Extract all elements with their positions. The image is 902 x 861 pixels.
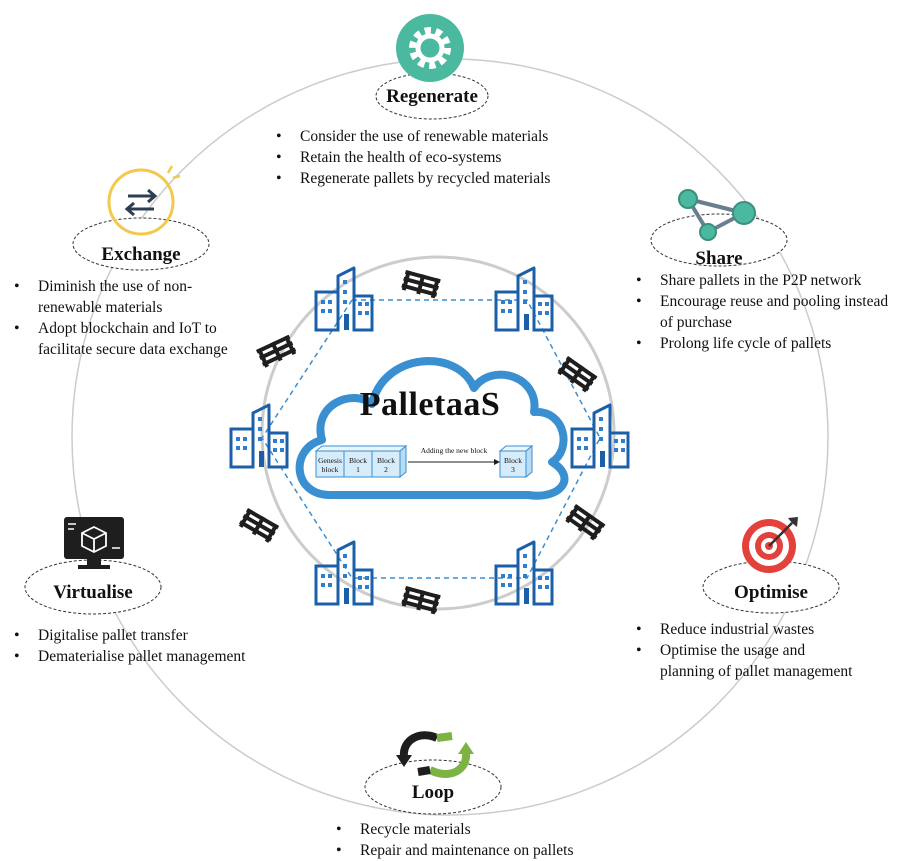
list-item: Reduce industrial wastes <box>632 619 862 640</box>
list-item: Retain the health of eco-systems <box>272 147 612 168</box>
share-ellipse <box>650 213 788 267</box>
building-icon <box>494 266 554 332</box>
block-label: Genesis block <box>316 456 344 474</box>
exchange-arrows-icon <box>107 165 181 236</box>
block-label-line2: 2 <box>384 465 388 474</box>
regenerate-label: Regenerate <box>386 86 478 107</box>
regenerate-ellipse <box>375 72 489 120</box>
pallet-icon <box>400 586 441 615</box>
optimise-label: Optimise <box>734 582 808 603</box>
virtualise-ellipse <box>24 559 162 615</box>
list-item: Digitalise pallet transfer <box>10 625 310 646</box>
adding-block-label: Adding the new block <box>420 446 488 455</box>
loop-label: Loop <box>411 782 455 803</box>
exchange-label: Exchange <box>101 244 181 265</box>
pallet-icon <box>564 504 606 542</box>
block-label-line1: Genesis <box>318 456 342 465</box>
building-icon <box>570 403 630 469</box>
list-item: Recycle materials <box>332 819 662 840</box>
share-label: Share <box>695 248 743 269</box>
optimise-bullets: Reduce industrial wastes Optimise the us… <box>632 619 862 682</box>
recycle-arrows-icon <box>396 731 474 778</box>
list-item: Diminish the use of non-renewable materi… <box>10 276 232 318</box>
block-label-line1: Block <box>349 456 367 465</box>
target-icon <box>742 517 798 573</box>
block-label-line2: block <box>321 465 339 474</box>
share-bullets: Share pallets in the P2P network Encoura… <box>632 270 894 354</box>
loop-ellipse <box>364 759 502 815</box>
monitor-cube-icon <box>64 517 124 569</box>
block-label-line2: 1 <box>356 465 360 474</box>
block-label-line2: 3 <box>511 465 515 474</box>
list-item: Encourage reuse and pooling instead of p… <box>632 291 894 333</box>
list-item: Adopt blockchain and IoT to facilitate s… <box>10 318 232 360</box>
pallet-icon <box>400 270 441 299</box>
list-item: Consider the use of renewable materials <box>272 126 612 147</box>
list-item: Repair and maintenance on pallets <box>332 840 662 861</box>
list-item: Optimise the usage and planning of palle… <box>632 640 862 682</box>
block-label: Block 1 <box>344 456 372 474</box>
pallet-icon <box>556 356 598 394</box>
block-label-line1: Block <box>504 456 522 465</box>
block-label-line1: Block <box>377 456 395 465</box>
pallet-icon <box>238 508 280 544</box>
regenerate-bullets: Consider the use of renewable materials … <box>272 126 612 189</box>
share-network-icon <box>678 189 756 241</box>
loop-bullets: Recycle materials Repair and maintenance… <box>332 819 662 861</box>
building-icon <box>229 403 289 469</box>
list-item: Dematerialise pallet management <box>10 646 310 667</box>
block-label: Block 2 <box>372 456 400 474</box>
building-icon <box>314 540 374 606</box>
virtualise-label: Virtualise <box>53 582 133 603</box>
block-label: Block 3 <box>500 456 526 474</box>
gear-icon <box>396 14 464 82</box>
blockchain-strip <box>314 444 534 479</box>
list-item: Regenerate pallets by recycled materials <box>272 168 612 189</box>
cloud-title: PalletaaS <box>359 386 501 423</box>
exchange-bullets: Diminish the use of non-renewable materi… <box>10 276 232 360</box>
virtualise-bullets: Digitalise pallet transfer Dematerialise… <box>10 625 310 667</box>
exchange-ellipse <box>72 217 210 271</box>
list-item: Share pallets in the P2P network <box>632 270 894 291</box>
list-item: Prolong life cycle of pallets <box>632 333 894 354</box>
